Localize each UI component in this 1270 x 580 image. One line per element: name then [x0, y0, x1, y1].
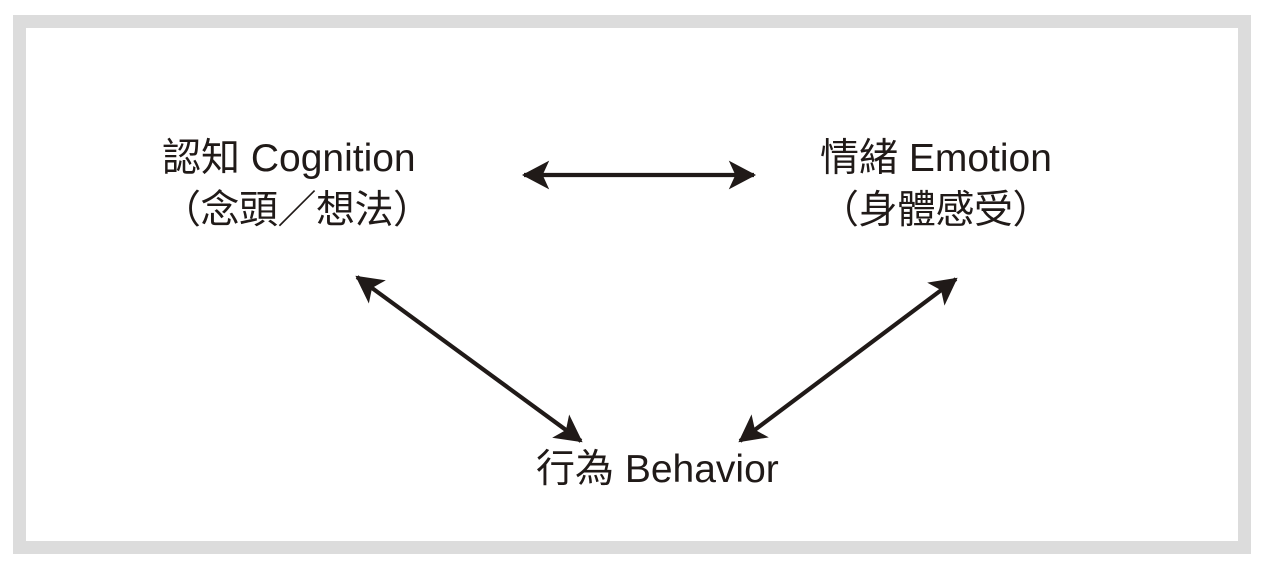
node-behavior: 行為 Behavior — [536, 447, 779, 493]
node-cognition-label: 認知 Cognition — [162, 137, 416, 180]
picture-frame — [13, 15, 1251, 554]
node-cognition: 認知 Cognition （念頭／想法） — [162, 136, 432, 234]
node-emotion-label: 情緒 Emotion — [820, 137, 1052, 180]
node-emotion-sublabel: （身體感受） — [820, 189, 1052, 233]
node-emotion: 情緒 Emotion （身體感受） — [820, 136, 1052, 234]
node-behavior-label: 行為 Behavior — [536, 448, 779, 491]
node-cognition-sublabel: （念頭／想法） — [162, 189, 432, 233]
